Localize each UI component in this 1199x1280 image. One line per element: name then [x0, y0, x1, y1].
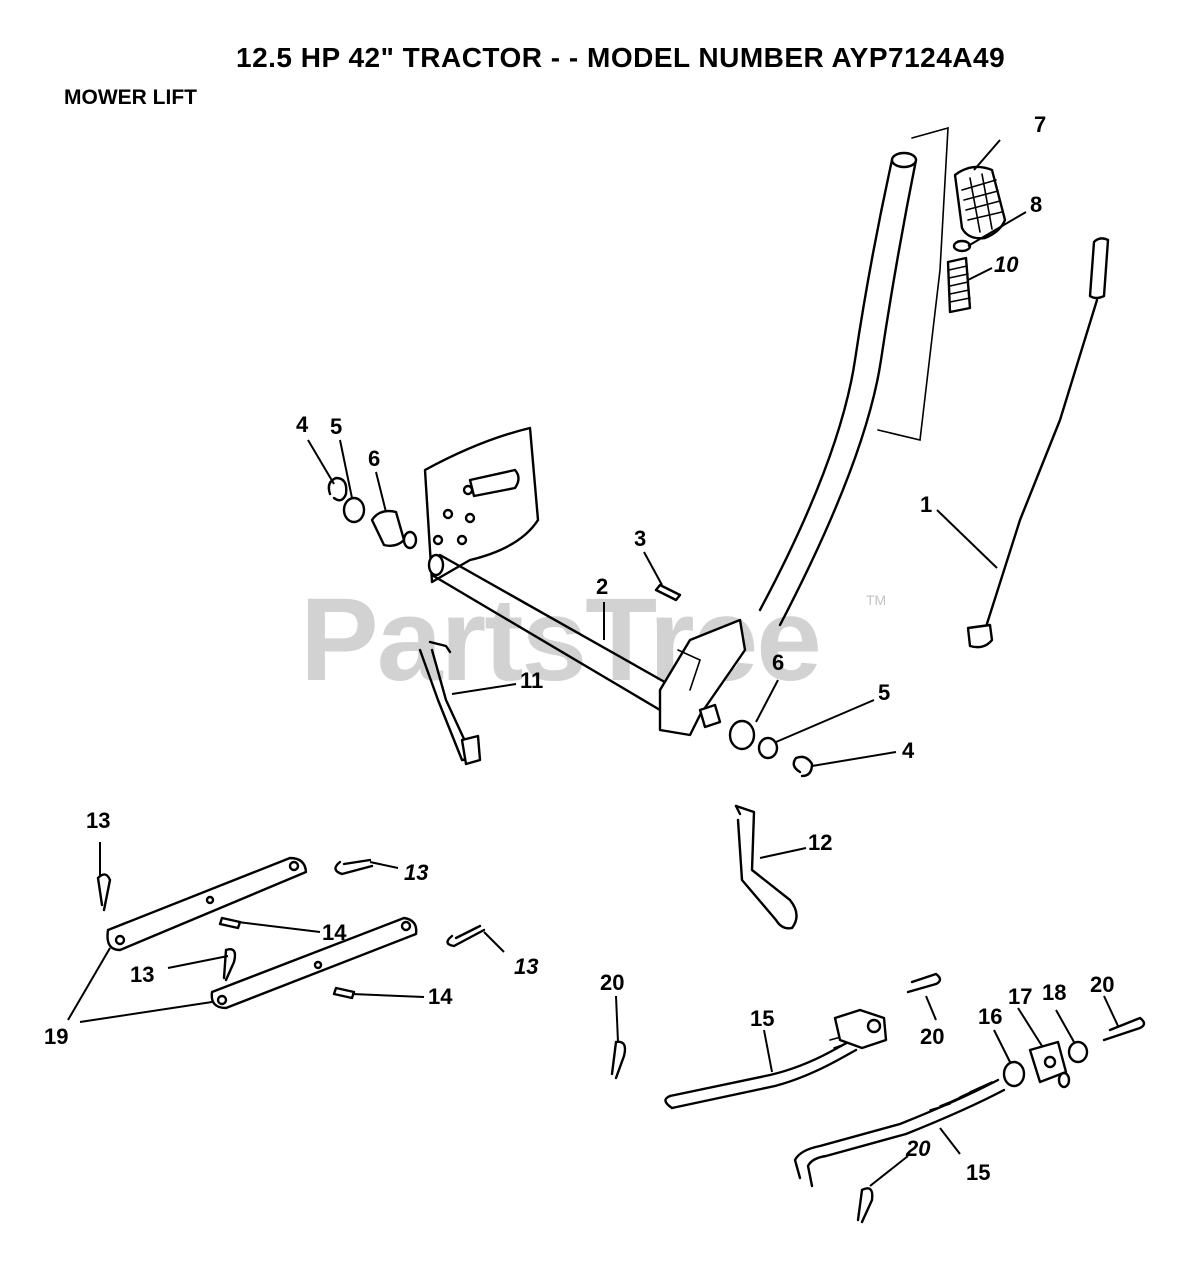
callout-4-upper: 4	[296, 412, 309, 437]
callout-14-a: 14	[322, 920, 347, 945]
part-20-clip-c	[1102, 1016, 1146, 1042]
part-13-clip-d	[222, 948, 237, 982]
callout-15-lower: 15	[966, 1160, 990, 1185]
bracket-plate	[423, 426, 540, 584]
part-18-washer	[1067, 1040, 1089, 1064]
callout-13-c: 13	[130, 962, 154, 987]
callout-17: 17	[1008, 984, 1032, 1009]
part-8-washer	[952, 239, 972, 253]
section-title: MOWER LIFT	[64, 86, 197, 109]
part-20-clip-b	[906, 972, 942, 994]
callout-8: 8	[1030, 192, 1042, 217]
callout-13-b: 13	[404, 860, 428, 885]
callout-10: 10	[994, 252, 1019, 277]
part-6-bushing-right	[728, 719, 756, 751]
callout-6-lower: 6	[772, 650, 784, 675]
callout-5-upper: 5	[330, 414, 342, 439]
part-13-clip-c	[446, 924, 486, 948]
part-5-washer-right	[757, 736, 779, 760]
callout-1: 1	[920, 492, 932, 517]
callout-16: 16	[978, 1004, 1002, 1029]
part-16-washer	[1002, 1060, 1026, 1088]
callout-3: 3	[634, 526, 646, 551]
part-15-rod-upper	[664, 1008, 888, 1110]
callout-2: 2	[596, 574, 608, 599]
callout-20-a: 20	[600, 970, 624, 995]
part-13-clip-a	[96, 873, 112, 912]
callout-20-c: 20	[1090, 972, 1114, 997]
part-15-rod-lower	[793, 1078, 1006, 1188]
leader-lines	[67, 139, 1119, 1187]
part-14-pin-a	[218, 916, 242, 930]
part-10-spring	[946, 256, 972, 314]
callout-13-a: 13	[86, 808, 110, 833]
lift-handle	[758, 126, 949, 627]
callout-4-lower: 4	[902, 738, 915, 763]
callout-20-d: 20	[905, 1136, 931, 1161]
part-20-clip-d	[856, 1187, 874, 1224]
callout-19: 19	[44, 1024, 68, 1049]
callout-18: 18	[1042, 980, 1066, 1005]
part-3-pin	[654, 583, 682, 602]
callout-12: 12	[808, 830, 832, 855]
part-20-clip-a	[610, 1040, 627, 1080]
callout-20-b: 20	[920, 1024, 944, 1049]
callout-6-upper: 6	[368, 446, 380, 471]
callout-13-d: 13	[514, 954, 538, 979]
part-13-clip-b	[334, 858, 374, 876]
part-12-link	[734, 804, 798, 930]
part-17-block	[1028, 1040, 1071, 1089]
part-19-link-lower	[210, 916, 418, 1010]
part-5-washer-left	[342, 496, 366, 524]
watermark-trademark: TM	[866, 592, 887, 608]
part-19-link-upper	[106, 856, 308, 952]
part-14-pin-b	[332, 986, 356, 1000]
callout-5-lower: 5	[878, 680, 890, 705]
part-1-rod	[936, 237, 1110, 649]
page-title: 12.5 HP 42" TRACTOR - - MODEL NUMBER AYP…	[236, 42, 1006, 73]
part-6-bushing-left	[370, 509, 418, 550]
part-4-clip-right	[792, 755, 814, 778]
callout-14-b: 14	[428, 984, 453, 1009]
callout-7: 7	[1034, 112, 1046, 137]
part-11-rod	[418, 640, 482, 766]
callout-11: 11	[520, 668, 543, 693]
part-4-clip-left	[327, 476, 348, 502]
callout-15-upper: 15	[750, 1006, 774, 1031]
part-7-grip	[953, 165, 1007, 240]
part-2-shaft	[427, 553, 747, 737]
